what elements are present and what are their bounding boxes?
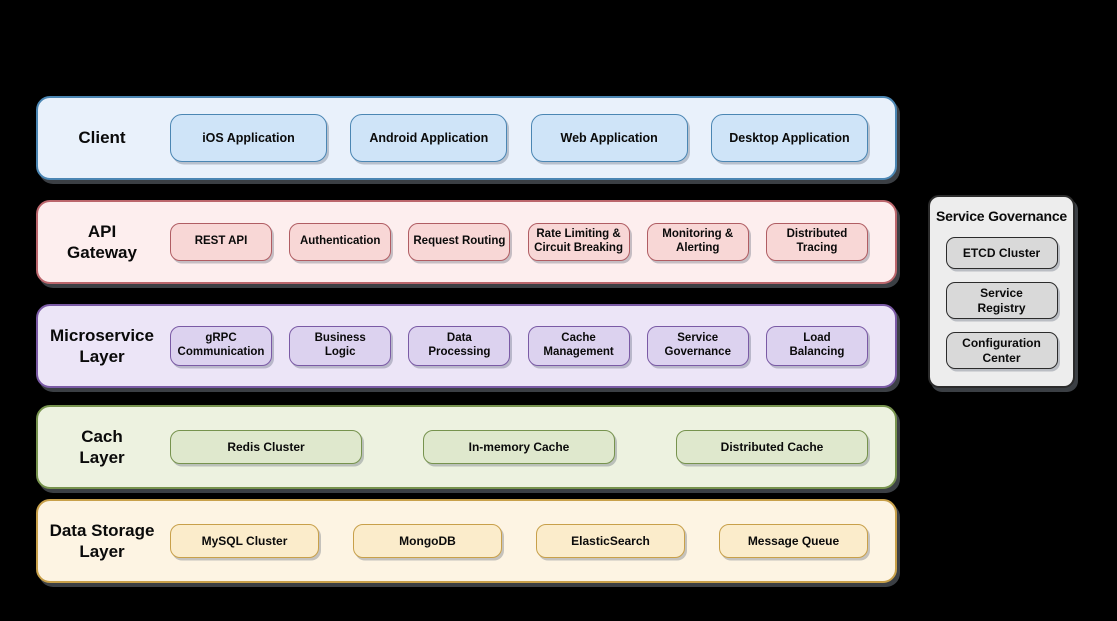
node-business-logic: Business Logic [289, 326, 392, 366]
layer-data-storage-label: Data Storage Layer [49, 520, 155, 561]
node-message-queue: Message Queue [719, 524, 868, 558]
node-etcd-cluster: ETCD Cluster [945, 237, 1058, 270]
node-authentication: Authentication [289, 223, 392, 261]
service-governance-nodes: ETCD Cluster Service Registry Configurat… [930, 224, 1073, 386]
node-elasticsearch: ElasticSearch [536, 524, 685, 558]
layer-microservice-nodes: gRPC Communication Business Logic Data P… [166, 326, 895, 366]
node-service-registry: Service Registry [945, 282, 1058, 319]
node-rate-limiting-circuit-breaking: Rate Limiting & Circuit Breaking [527, 223, 630, 261]
service-governance-panel: Service Governance ETCD Cluster Service … [928, 195, 1075, 388]
node-android-application: Android Application [350, 114, 508, 162]
node-grpc-communication: gRPC Communication [170, 326, 272, 366]
layer-microservice-label: Microservice Layer [50, 325, 154, 366]
layer-cache-nodes: Redis Cluster In-memory Cache Distribute… [166, 430, 895, 464]
layer-client-label: Client [78, 128, 126, 148]
layer-data-storage: Data Storage Layer MySQL Cluster MongoDB… [36, 499, 897, 583]
node-web-application: Web Application [530, 114, 688, 162]
node-load-balancing: Load Balancing [765, 326, 868, 366]
layer-api-gateway: API Gateway REST API Authentication Requ… [36, 200, 897, 284]
node-mysql-cluster: MySQL Cluster [170, 524, 319, 558]
layer-cache-label: Cach Layer [79, 426, 125, 467]
node-in-memory-cache: In-memory Cache [423, 430, 615, 464]
layer-data-storage-nodes: MySQL Cluster MongoDB ElasticSearch Mess… [166, 524, 895, 558]
node-data-processing: Data Processing [408, 326, 511, 366]
node-redis-cluster: Redis Cluster [170, 430, 362, 464]
node-ios-application: iOS Application [170, 114, 327, 162]
layer-microservice: Microservice Layer gRPC Communication Bu… [36, 304, 897, 388]
node-desktop-application: Desktop Application [710, 114, 868, 162]
node-monitoring-alerting: Monitoring & Alerting [646, 223, 749, 261]
layer-client: Client iOS Application Android Applicati… [36, 96, 897, 180]
layer-api-gateway-nodes: REST API Authentication Request Routing … [166, 223, 895, 261]
node-service-governance: Service Governance [646, 326, 749, 366]
service-governance-title: Service Governance [935, 208, 1068, 224]
node-cache-management: Cache Management [527, 326, 630, 366]
layer-api-gateway-label: API Gateway [67, 221, 137, 262]
layer-cache: Cach Layer Redis Cluster In-memory Cache… [36, 405, 897, 489]
node-distributed-cache: Distributed Cache [676, 430, 868, 464]
node-configuration-center: Configuration Center [945, 332, 1058, 369]
node-mongodb: MongoDB [353, 524, 502, 558]
node-rest-api: REST API [170, 223, 272, 261]
node-request-routing: Request Routing [408, 223, 511, 261]
node-distributed-tracing: Distributed Tracing [765, 223, 868, 261]
layer-client-nodes: iOS Application Android Application Web … [166, 114, 895, 162]
